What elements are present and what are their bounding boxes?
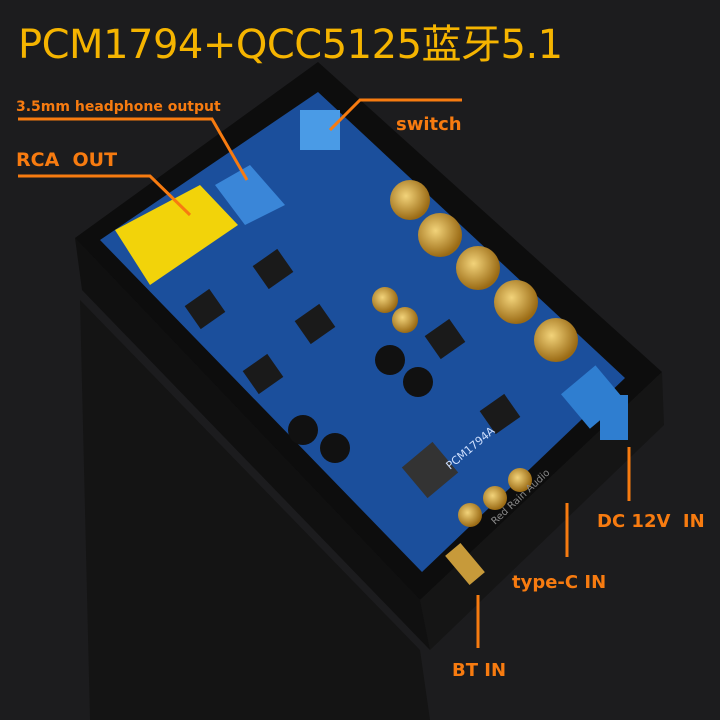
dc-label: DC 12V IN: [597, 511, 705, 532]
dc-jack-front: [600, 395, 628, 440]
rca-jacks: [115, 185, 238, 285]
capacitors: [288, 180, 578, 527]
rca-label: RCA OUT: [16, 149, 118, 171]
headphone-jack: [215, 165, 285, 225]
page-title: PCM1794+QCC5125蓝牙5.1: [18, 22, 563, 68]
headphone-callout-line: [18, 117, 249, 181]
chips: [184, 248, 521, 499]
case-left-side: [75, 238, 430, 650]
antenna-connector: [445, 543, 485, 585]
switch-callout-line: [328, 98, 462, 132]
callout-lines: [18, 98, 631, 648]
rca-callout-line: [18, 174, 192, 217]
headphone-label: 3.5mm headphone output: [16, 99, 221, 115]
typec-label: type-C IN: [512, 572, 607, 593]
switch-label: switch: [396, 114, 462, 135]
case-front-panel: [420, 372, 664, 650]
case-reflection: [80, 300, 430, 720]
pcb: [100, 92, 625, 572]
power-switch: [300, 110, 340, 150]
bt-label: BT IN: [452, 660, 507, 681]
